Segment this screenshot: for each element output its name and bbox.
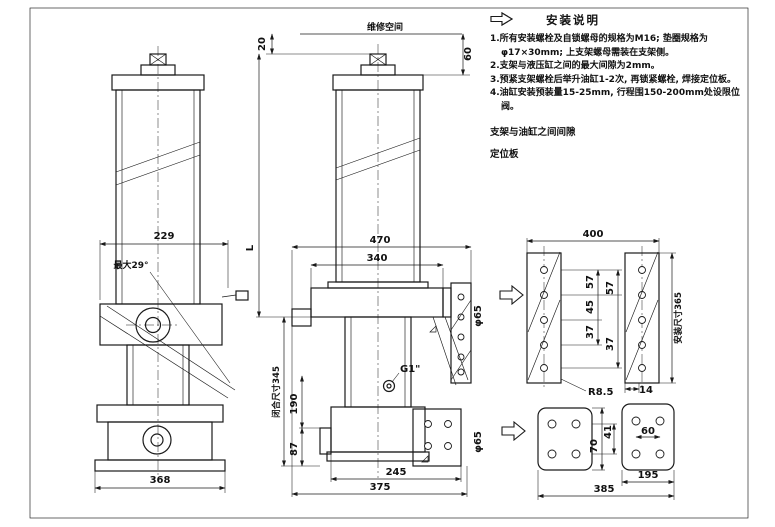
locating-plate-detail: 60 70 41 195 385 bbox=[501, 403, 675, 500]
legend-arrow-icon-2 bbox=[490, 12, 514, 26]
weld-mark-upper bbox=[429, 325, 437, 333]
maintenance-space-label: 维修空间 bbox=[367, 21, 403, 33]
detail-marker-arrow-1 bbox=[499, 284, 524, 306]
dim-57b: 57 bbox=[605, 281, 616, 295]
dim-install-365: 安装尺寸365 bbox=[673, 292, 684, 344]
dim-57a: 57 bbox=[585, 275, 596, 289]
notes-title: 安装说明 bbox=[546, 13, 600, 27]
dim-37b: 37 bbox=[605, 337, 616, 351]
front-view bbox=[291, 44, 472, 478]
note-item-4: 4.油缸安装预装量15-25mm, 行程围150-200mm处设限位阀。 bbox=[490, 88, 740, 112]
dim-70: 70 bbox=[589, 439, 600, 453]
dim-41: 41 bbox=[603, 425, 614, 439]
drawing-frame bbox=[29, 7, 749, 519]
note-item-3: 3.预紧支架螺栓后举升油缸1-2次, 再锁紧螺栓, 焊接定位板。 bbox=[490, 74, 737, 85]
legend-row-plate: 定位板 bbox=[490, 12, 748, 160]
dim-229: 229 bbox=[154, 231, 175, 242]
port-label: G1" bbox=[400, 364, 420, 375]
dim-20: 20 bbox=[257, 37, 268, 51]
dim-37a: 37 bbox=[585, 325, 596, 339]
dim-245: 245 bbox=[386, 467, 407, 478]
legend-label-plate: 定位板 bbox=[490, 149, 519, 160]
dim-60: 60 bbox=[463, 47, 474, 61]
side-view-dimensions: 229 最大29° 368 bbox=[94, 231, 231, 493]
installation-notes: 安装说明 1.所有安装螺栓及自锁螺母的规格为M16; 垫圈规格为φ17×30mm… bbox=[490, 12, 748, 160]
dim-87: 87 bbox=[289, 442, 300, 456]
bottom-bracket-plate bbox=[412, 408, 462, 467]
dim-340: 340 bbox=[367, 253, 388, 264]
lower-pivot-hole bbox=[142, 425, 172, 455]
oil-port bbox=[382, 379, 396, 393]
dim-190: 190 bbox=[289, 394, 300, 415]
note-item-1: 1.所有安装螺栓及自锁螺母的规格为M16; 垫圈规格为φ17×30mm; 上支架… bbox=[490, 34, 708, 58]
legend-label-gap: 支架与油缸之间间隙 bbox=[490, 127, 576, 138]
left-trunnion-pin bbox=[291, 308, 312, 327]
support-plate-detail: 400 57 45 37 57 37 安装尺寸365 bbox=[499, 229, 684, 398]
dim-closed-345: 闭合尺寸345 bbox=[271, 366, 282, 418]
left-locating-plate bbox=[537, 407, 593, 471]
dim-14: 14 bbox=[639, 385, 653, 396]
front-view-dimensions: 维修空间 20 60 L 闭合尺寸345 190 87 470 340 G1" … bbox=[245, 21, 484, 497]
legend-row-gap: 支架与油缸之间间隙 bbox=[490, 12, 748, 138]
dim-60b: 60 bbox=[641, 426, 655, 437]
dim-375: 375 bbox=[370, 482, 391, 493]
legend: 支架与油缸之间间隙 定位板 bbox=[490, 12, 748, 160]
detail-marker-arrow-2 bbox=[501, 420, 526, 442]
dim-195: 195 bbox=[638, 470, 659, 481]
dia-65-lower: φ65 bbox=[473, 431, 484, 453]
right-locating-plate bbox=[621, 403, 675, 471]
note-item-2: 2.支架与液压缸之间的最大间隙为2mm。 bbox=[490, 61, 660, 71]
dim-470: 470 bbox=[370, 235, 391, 246]
dia-65-upper: φ65 bbox=[473, 305, 484, 327]
dim-385: 385 bbox=[594, 484, 615, 495]
dim-R8-5: R8.5 bbox=[588, 387, 613, 398]
dim-45: 45 bbox=[585, 300, 596, 314]
weld-mark-lower bbox=[421, 455, 429, 463]
dim-L: L bbox=[245, 244, 256, 251]
max-angle-label: 最大29° bbox=[113, 259, 148, 271]
clamp-bolt bbox=[235, 290, 249, 301]
dim-368: 368 bbox=[150, 475, 171, 486]
dim-400: 400 bbox=[583, 229, 604, 240]
side-view bbox=[94, 46, 249, 480]
